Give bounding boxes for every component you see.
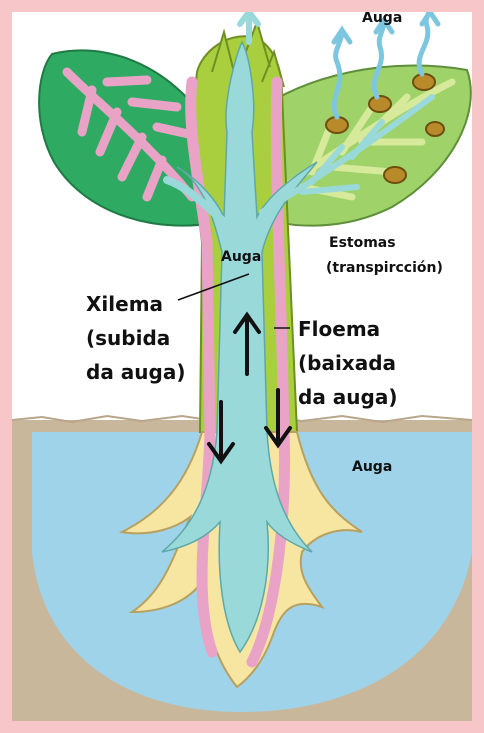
label-floema-baixada: (baixada xyxy=(298,349,396,377)
stoma xyxy=(426,122,444,136)
label-auga-top: Auga xyxy=(362,12,402,26)
stoma xyxy=(413,74,435,90)
plant-diagram xyxy=(12,12,472,721)
label-xilema: Xilema xyxy=(86,290,163,318)
label-floema-da-auga: da auga) xyxy=(298,383,397,411)
diagram-canvas: Auga Auga Auga Estomas (transpircción) X… xyxy=(12,12,472,721)
stoma xyxy=(384,167,406,183)
label-floema: Floema xyxy=(298,315,380,343)
label-estomas: Estomas xyxy=(329,235,396,251)
label-xilema-da-auga: da auga) xyxy=(86,358,185,386)
label-transpiracion: (transpircción) xyxy=(326,260,443,276)
label-auga-soil: Auga xyxy=(352,459,392,475)
stoma xyxy=(369,96,391,112)
label-xilema-subida: (subida xyxy=(86,324,170,352)
label-auga-stem: Auga xyxy=(221,249,261,265)
